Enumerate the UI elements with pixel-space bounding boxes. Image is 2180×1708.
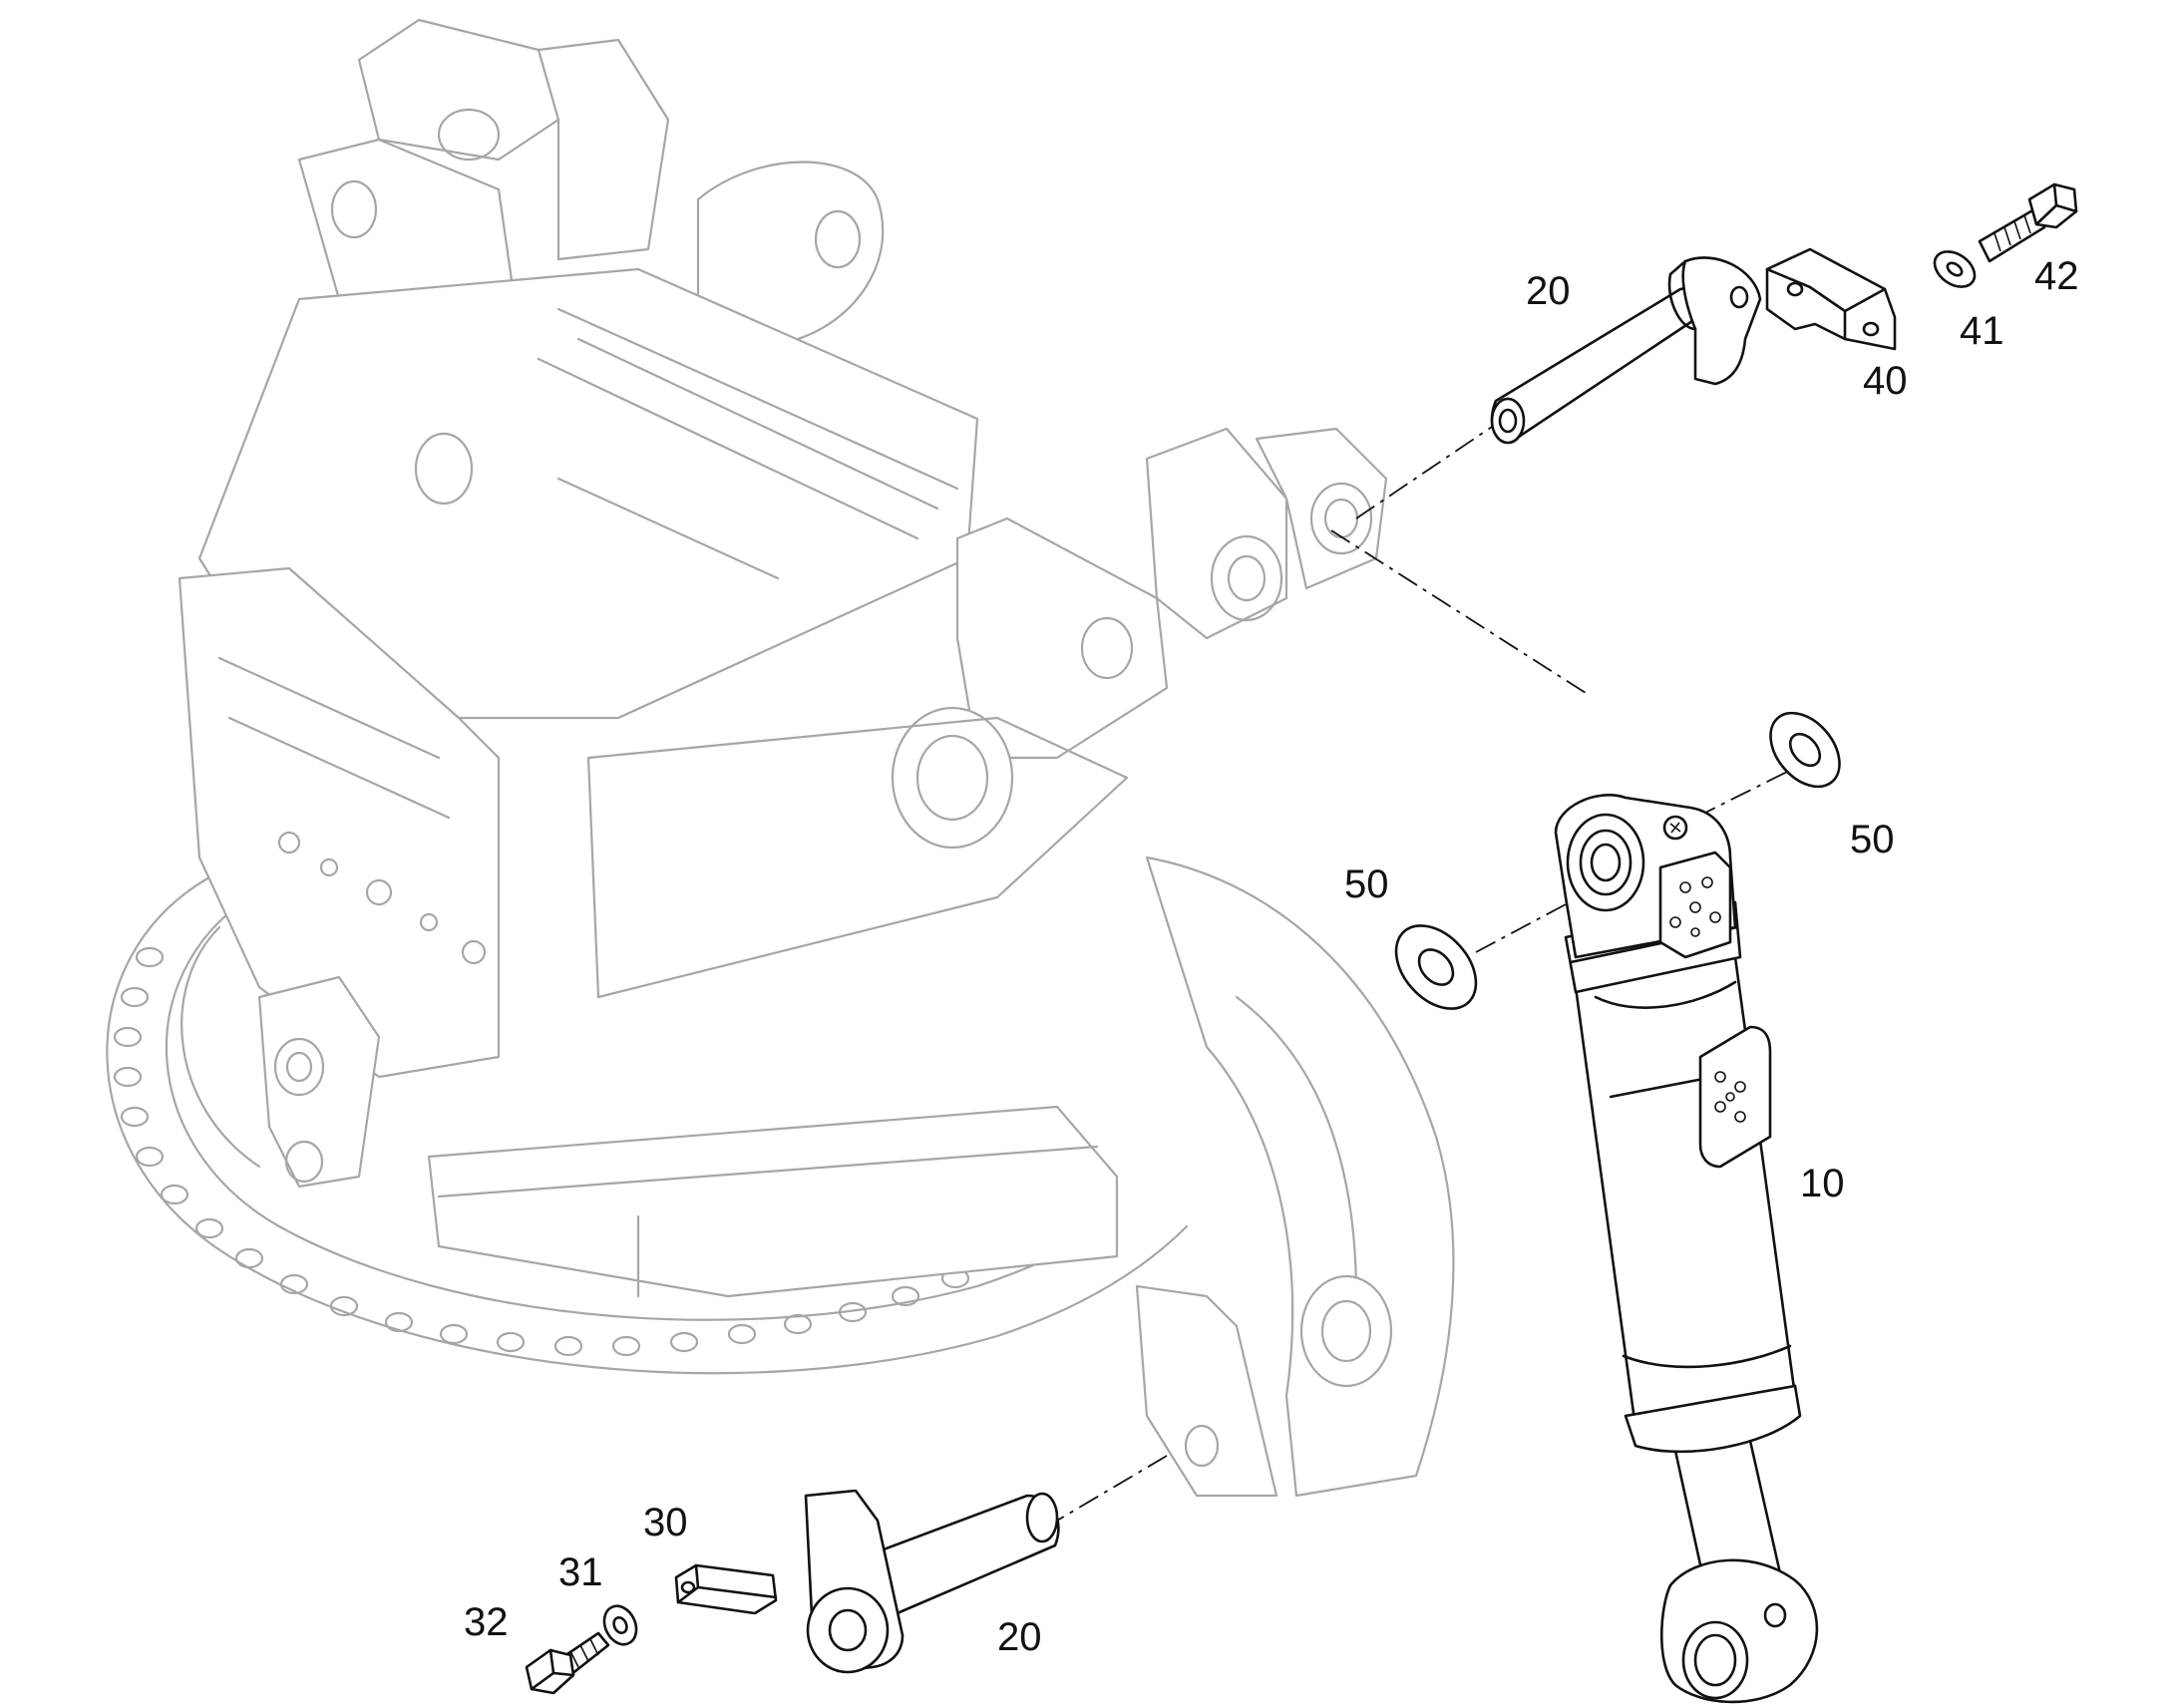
hydraulic-cylinder xyxy=(1554,794,1819,1704)
washer-lower xyxy=(602,1604,638,1646)
retainer-bracket xyxy=(1765,247,1897,351)
callout-20-lower: 20 xyxy=(997,1615,1042,1659)
pin-lower xyxy=(804,1489,1060,1674)
callout-10: 10 xyxy=(1800,1162,1845,1205)
callout-32: 32 xyxy=(464,1600,509,1644)
callout-30: 30 xyxy=(643,1501,688,1544)
slewing-frame-assembly xyxy=(106,18,1455,1498)
washer-upper xyxy=(1933,250,1977,288)
bolt-lower xyxy=(525,1631,610,1695)
bolt-upper xyxy=(1978,182,2078,263)
callout-41: 41 xyxy=(1960,309,2004,353)
callout-42: 42 xyxy=(2034,254,2079,298)
callout-50-right: 50 xyxy=(1850,818,1895,861)
shim-left xyxy=(1394,924,1478,1010)
callout-40: 40 xyxy=(1863,359,1908,403)
shim-right xyxy=(1769,711,1841,789)
callout-31: 31 xyxy=(558,1550,603,1594)
lock-plate xyxy=(674,1563,778,1615)
callout-50-left: 50 xyxy=(1344,862,1389,906)
pin-upper xyxy=(1490,256,1762,445)
callout-20-upper: 20 xyxy=(1526,269,1571,313)
